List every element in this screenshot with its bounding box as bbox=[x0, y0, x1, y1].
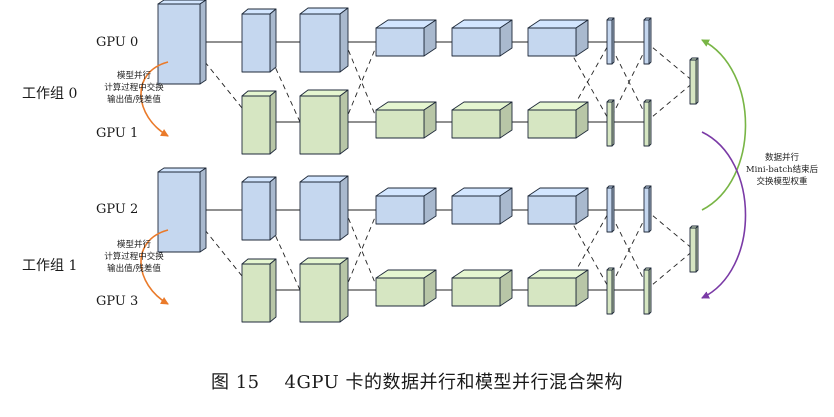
group-1-bottom-layer-3 bbox=[375, 269, 437, 307]
group-0-top-layer-1 bbox=[241, 8, 277, 73]
group-1-bottom-layer-5 bbox=[527, 269, 589, 307]
group-1-top-input-slab bbox=[157, 167, 207, 253]
data-parallel-note-line-2: Mini-batch结束后 bbox=[746, 164, 819, 175]
group-0-bottom-layer-5 bbox=[527, 101, 589, 139]
model-parallel-note-1-line-1: 模型并行 bbox=[117, 239, 152, 250]
model-parallel-note-0-line-1: 模型并行 bbox=[117, 70, 152, 81]
group-0-bottom-layer-1 bbox=[241, 90, 277, 155]
group-1-bottom-fc-1 bbox=[606, 267, 615, 315]
group-0-bottom-fc-1 bbox=[606, 99, 615, 147]
gpu-label-1: GPU 1 bbox=[96, 126, 138, 141]
group-1-top-layer-3 bbox=[375, 187, 437, 225]
group-1-top-layer-4 bbox=[451, 187, 513, 225]
group-label-1: 工作组 1 bbox=[22, 258, 77, 274]
group-0-top-layer-5 bbox=[527, 19, 589, 57]
group-1-top-fc-2 bbox=[643, 185, 652, 233]
group-0-bottom-layer-2 bbox=[299, 89, 349, 155]
data-parallel-arrow-down bbox=[701, 131, 747, 299]
gpu-label-0: GPU 0 bbox=[96, 35, 138, 50]
figure-caption: 图 15 4GPU 卡的数据并行和模型并行混合架构 bbox=[0, 368, 834, 394]
group-0-bottom-layer-4 bbox=[451, 101, 513, 139]
caption-title: 4GPU 卡的数据并行和模型并行混合架构 bbox=[284, 372, 624, 393]
data-parallel-note-line-3: 交换模型权重 bbox=[756, 176, 808, 187]
group-0-top-layer-3 bbox=[375, 19, 437, 57]
connection-lines bbox=[204, 41, 695, 291]
model-parallel-arrow-0 bbox=[140, 61, 169, 137]
group-label-0: 工作组 0 bbox=[22, 86, 77, 102]
group-0-top-input-slab bbox=[157, 0, 207, 85]
group-1-bottom-layer-1 bbox=[241, 258, 277, 323]
group-1-top-layer-5 bbox=[527, 187, 589, 225]
data-parallel-note-line-1: 数据并行 bbox=[765, 152, 800, 163]
model-parallel-note-0-line-3: 输出值/残差值 bbox=[107, 94, 161, 105]
group-1-bottom-layer-4 bbox=[451, 269, 513, 307]
model-parallel-note-1-line-2: 计算过程中交换 bbox=[104, 251, 164, 262]
exchange-arrows bbox=[140, 39, 747, 305]
model-parallel-note-0-line-2: 计算过程中交换 bbox=[104, 82, 164, 93]
group-1-bottom-fc-2 bbox=[643, 267, 652, 315]
group-1-output-bar bbox=[689, 225, 699, 273]
group-1-bottom-layer-2 bbox=[299, 257, 349, 323]
network-layers bbox=[157, 0, 699, 323]
group-0-top-layer-4 bbox=[451, 19, 513, 57]
data-parallel-arrow-up bbox=[701, 39, 747, 211]
model-parallel-arrow-1 bbox=[140, 229, 169, 305]
group-1-top-layer-2 bbox=[299, 175, 349, 241]
model-parallel-note-1-line-3: 输出值/残差值 bbox=[107, 263, 161, 274]
gpu-label-3: GPU 3 bbox=[96, 294, 138, 309]
group-0-bottom-layer-3 bbox=[375, 101, 437, 139]
group-1-top-layer-1 bbox=[241, 176, 277, 241]
group-0-output-bar bbox=[689, 57, 699, 105]
group-0-bottom-fc-2 bbox=[643, 99, 652, 147]
group-0-top-fc-1 bbox=[606, 17, 615, 65]
group-0-top-layer-2 bbox=[299, 7, 349, 73]
gpu-label-2: GPU 2 bbox=[96, 202, 138, 217]
group-1-top-fc-1 bbox=[606, 185, 615, 233]
caption-figure-number: 图 15 bbox=[210, 372, 260, 393]
group-0-top-fc-2 bbox=[643, 17, 652, 65]
